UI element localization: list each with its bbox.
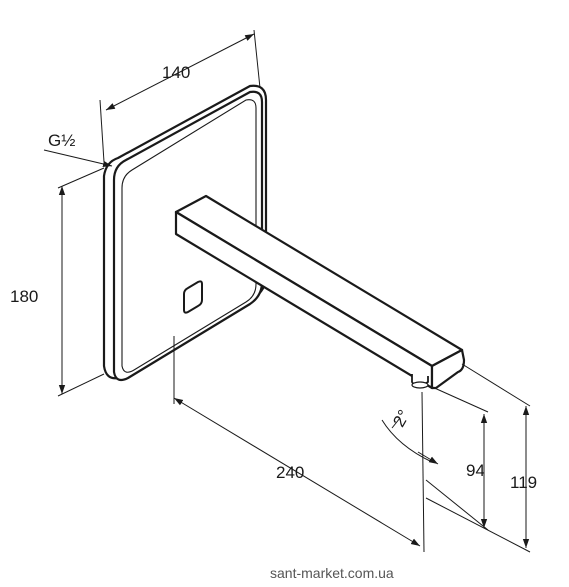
thread-callout: G½ — [43, 131, 113, 168]
watermark: sant-market.com.ua — [270, 565, 394, 581]
dimension-140-label: 140 — [162, 63, 190, 82]
sensor-window-icon — [183, 280, 203, 314]
dimension-119-label: 119 — [510, 473, 537, 492]
thread-label: G½ — [48, 131, 75, 150]
dimension-140: 140 — [99, 29, 261, 163]
angle-2deg: 2° — [381, 407, 439, 465]
spout — [174, 194, 466, 390]
dimension-240-label: 240 — [276, 463, 304, 482]
dimension-94: 94 — [425, 385, 489, 531]
dimension-240: 240 — [173, 336, 425, 553]
dimension-180: 180 — [10, 167, 105, 397]
dimension-180-label: 180 — [10, 287, 38, 306]
dimension-94-label: 94 — [466, 461, 485, 480]
dimension-119: 119 — [425, 363, 537, 553]
